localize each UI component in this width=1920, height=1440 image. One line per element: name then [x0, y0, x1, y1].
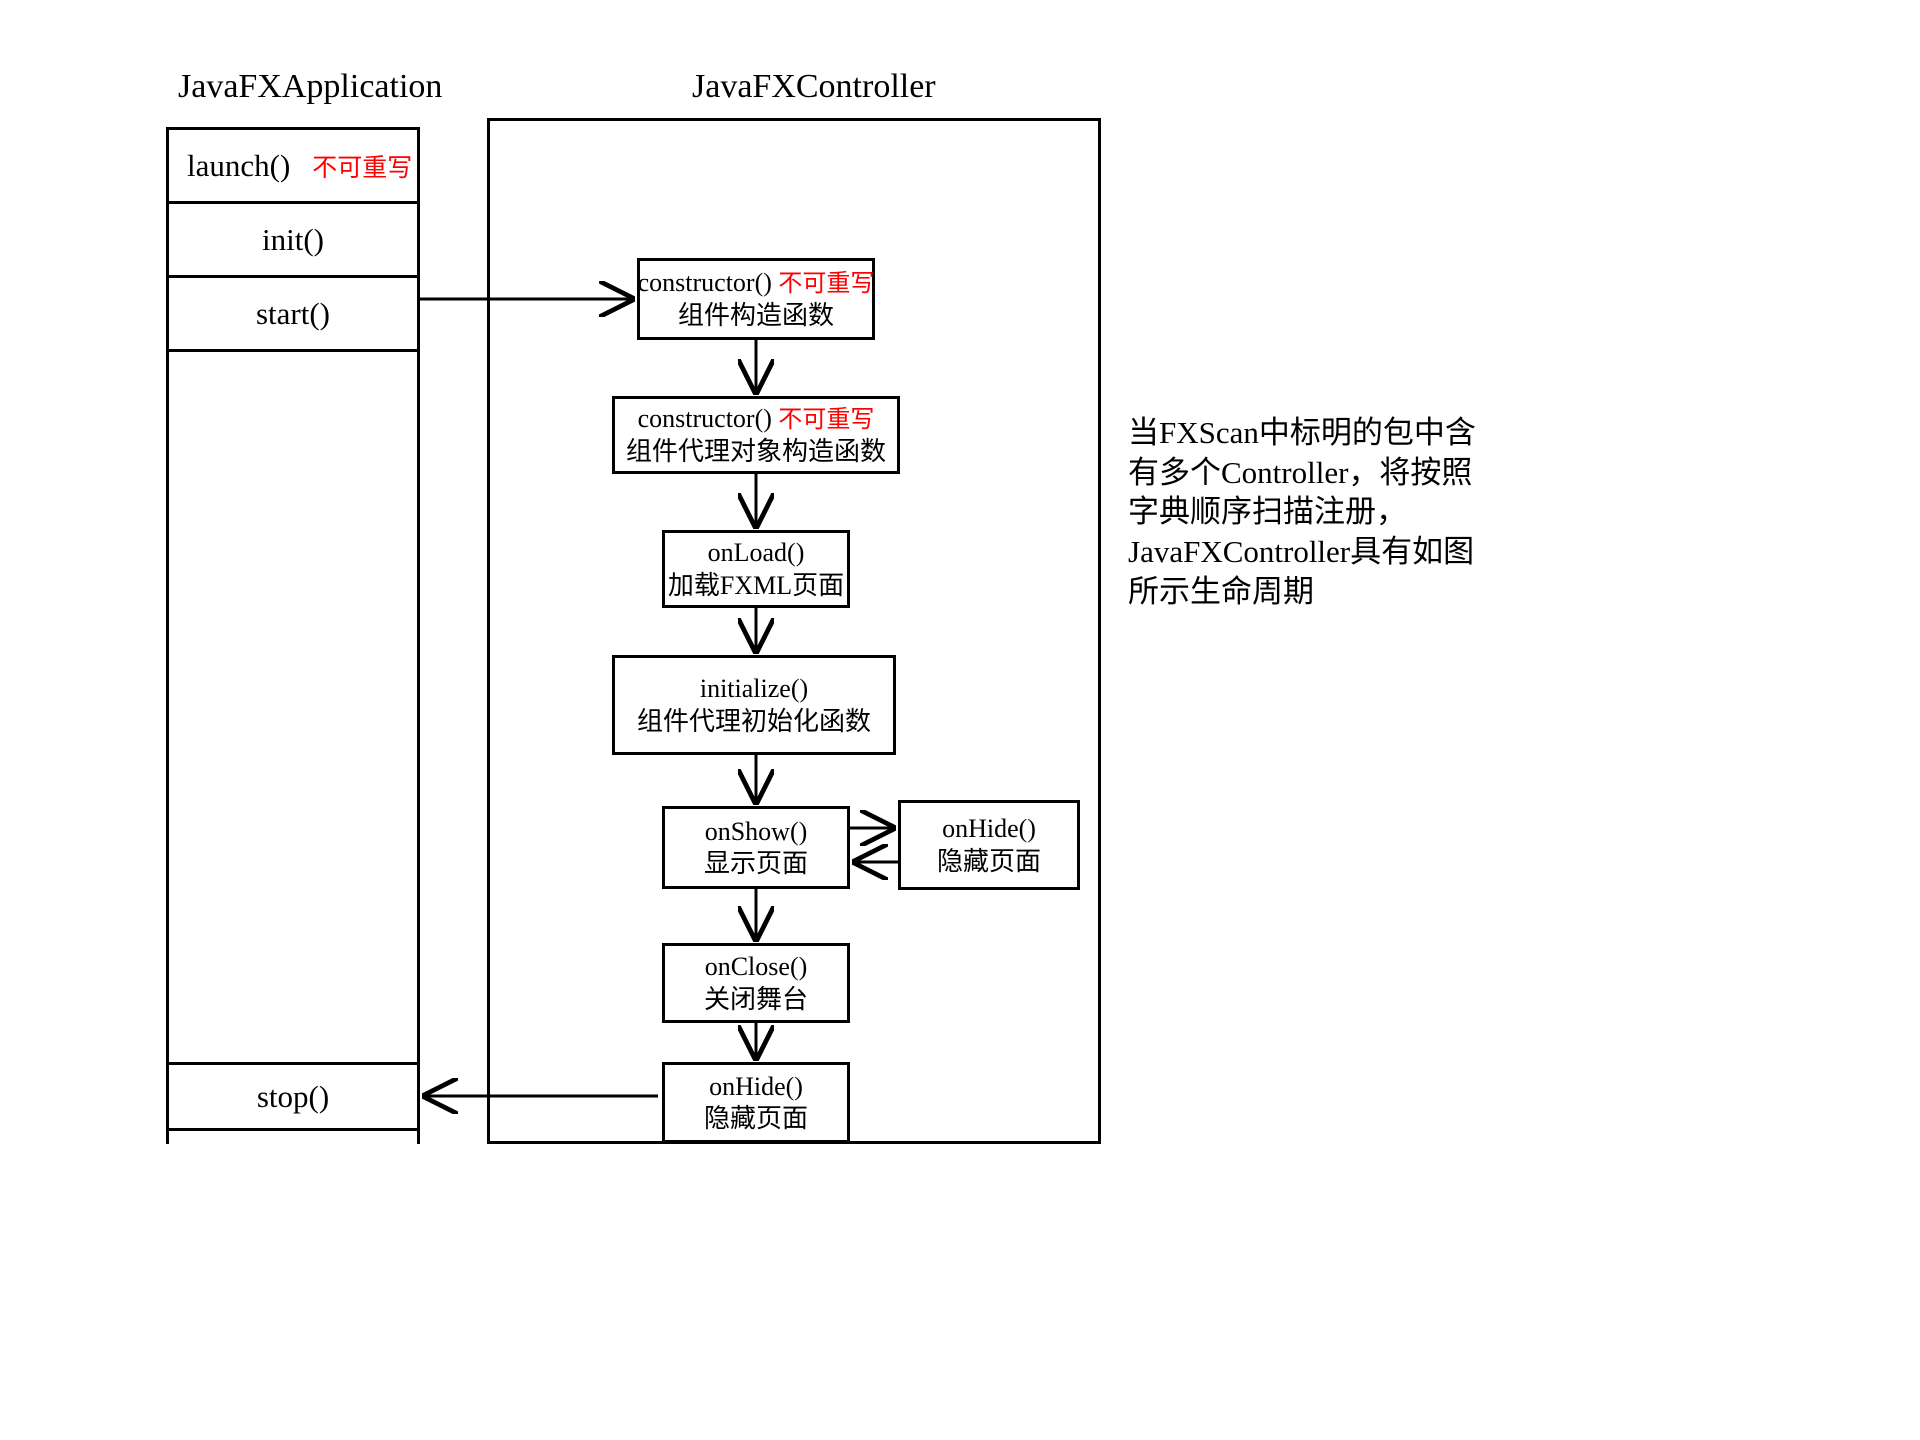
on-show-desc: 显示页面 — [703, 849, 808, 878]
app-slot-tail — [169, 1131, 417, 1144]
node-initialize[interactable]: initialize() 组件代理初始化函数 — [612, 655, 896, 755]
launch-label: launch() — [187, 148, 291, 183]
constructor-proxy-name: constructor() — [637, 404, 772, 433]
annotation-text: 当FXScan中标明的包中含有多个Controller，将按照字典顺序扫描注册，… — [1128, 415, 1476, 609]
node-on-load[interactable]: onLoad() 加载FXML页面 — [662, 530, 850, 608]
on-close-name: onClose() — [704, 952, 808, 982]
launch-note-cannot-override: 不可重写 — [312, 153, 413, 182]
node-on-show[interactable]: onShow() 显示页面 — [662, 806, 850, 889]
on-load-desc: 加载FXML页面 — [667, 570, 845, 600]
constructor-component-name: constructor() — [637, 268, 772, 297]
constructor-proxy-desc: 组件代理对象构造函数 — [625, 436, 886, 466]
on-close-desc: 关闭舞台 — [703, 984, 808, 1014]
node-constructor-component[interactable]: constructor() 不可重写 组件构造函数 — [637, 258, 875, 340]
initialize-name: initialize() — [699, 674, 809, 704]
app-slot-runtime-gap — [169, 352, 417, 1065]
on-show-name: onShow() — [704, 816, 808, 846]
on-hide-bottom-name: onHide() — [709, 1071, 803, 1101]
on-hide-right-desc: 隐藏页面 — [936, 846, 1041, 876]
constructor-proxy-note: 不可重写 — [778, 406, 875, 433]
constructor-component-desc: 组件构造函数 — [677, 300, 834, 330]
app-slot-init[interactable]: init() — [169, 204, 417, 278]
node-on-hide-right[interactable]: onHide() 隐藏页面 — [898, 800, 1080, 890]
on-load-name: onLoad() — [707, 538, 805, 568]
controller-column-title: JavaFXController — [692, 68, 936, 105]
application-lifeline-container: launch() 不可重写 init() start() stop() — [166, 127, 420, 1144]
app-slot-stop[interactable]: stop() — [169, 1065, 417, 1131]
initialize-desc: 组件代理初始化函数 — [636, 706, 871, 736]
constructor-component-note: 不可重写 — [778, 270, 875, 297]
app-slot-launch[interactable]: launch() 不可重写 — [169, 130, 417, 204]
app-slot-start[interactable]: start() — [169, 278, 417, 352]
node-on-close[interactable]: onClose() 关闭舞台 — [662, 943, 850, 1023]
application-column-title: JavaFXApplication — [178, 68, 443, 105]
node-constructor-proxy[interactable]: constructor() 不可重写 组件代理对象构造函数 — [612, 396, 900, 474]
on-hide-bottom-desc: 隐藏页面 — [703, 1104, 808, 1133]
stop-label: stop() — [256, 1079, 330, 1114]
node-on-hide-bottom[interactable]: onHide() 隐藏页面 — [662, 1062, 850, 1143]
on-hide-right-name: onHide() — [942, 814, 1036, 844]
init-label: init() — [262, 222, 324, 257]
start-label: start() — [255, 296, 331, 331]
